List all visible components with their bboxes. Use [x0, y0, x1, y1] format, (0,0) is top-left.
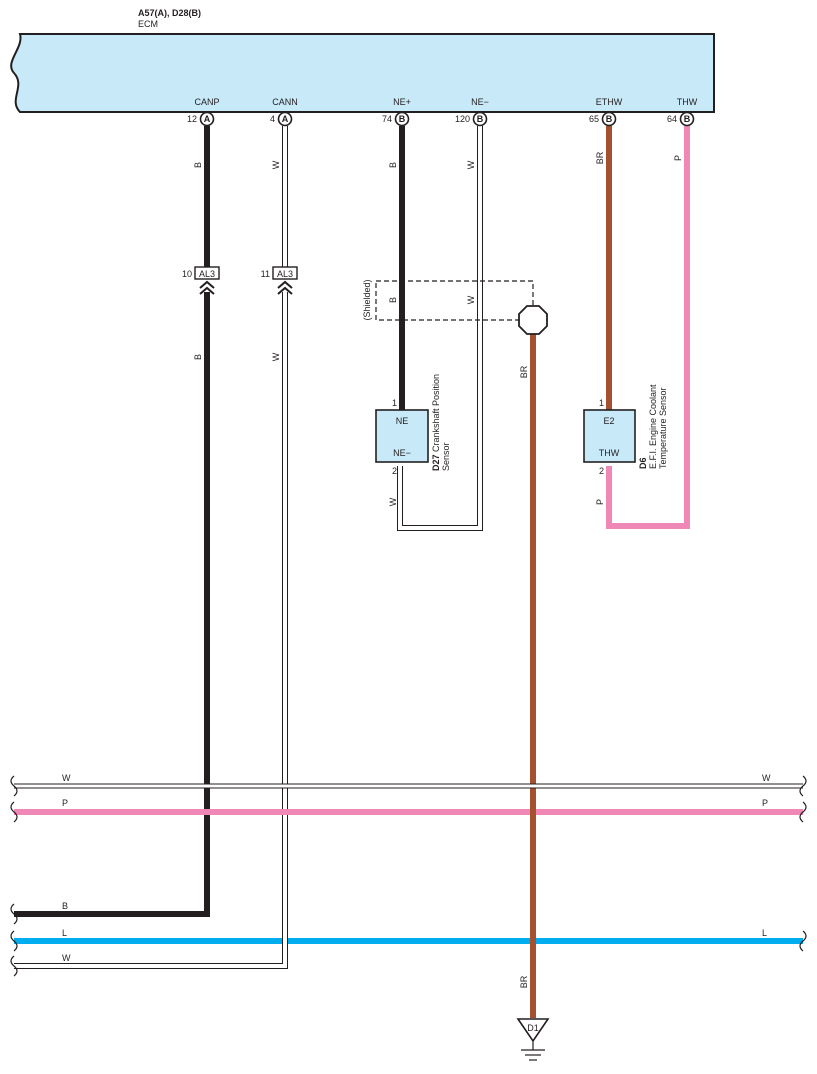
sensor-d27-name-line1: Crankshaft Position	[431, 374, 441, 452]
bus-l-left-label: L	[62, 928, 67, 938]
junction-al3-11-name: AL3	[277, 269, 293, 279]
bus-break-marks-left	[10, 775, 18, 977]
bus-l-right-label: L	[762, 928, 767, 938]
wire-label-canp-upper: B	[193, 162, 203, 168]
terminal-ethw: ETHW 65 B	[589, 97, 623, 127]
ground-label: D1	[527, 1023, 539, 1033]
bus-break-marks-right	[799, 775, 807, 952]
terminal-thw-pin: 64	[667, 114, 677, 124]
sensor-d27-terminal-top: NE	[396, 416, 409, 426]
terminal-cann-pin: 4	[270, 114, 275, 124]
wire-label-canp-lower: B	[193, 354, 203, 360]
thw-wire	[606, 126, 690, 529]
wire-label-ne-plus-upper: B	[388, 162, 398, 168]
ecm-name-label: ECM	[138, 19, 158, 29]
terminal-thw-connector: B	[684, 114, 691, 124]
terminal-canp: CANP 12 A	[187, 97, 220, 127]
bus-w-top-right-label: W	[762, 773, 771, 783]
ground-d1: D1	[516, 1018, 550, 1061]
terminal-ne-plus: NE+ 74 B	[382, 97, 411, 127]
bus-w-bottom-left-label: W	[62, 953, 71, 963]
junction-al3-10-pin: 10	[182, 269, 192, 279]
connector-chevron-icon	[277, 280, 293, 295]
wire-label-cann-upper: W	[271, 160, 281, 169]
canp-wire	[14, 126, 210, 917]
wire-label-ne-minus-upper: W	[466, 160, 476, 169]
sensor-d6-terminal-bottom: THW	[599, 448, 620, 458]
sensor-d27-terminal-bottom: NE−	[393, 448, 411, 458]
connector-chevron-icon	[199, 280, 215, 295]
bus-b-left-label: B	[62, 901, 68, 911]
bus-p-left-label: P	[62, 798, 68, 808]
wire-label-shield-ground: BR	[519, 365, 529, 378]
bus-w-top-left-label: W	[62, 773, 71, 783]
terminal-canp-name: CANP	[194, 97, 219, 107]
ne-minus-wire	[397, 126, 483, 531]
shield-ground-point-icon	[518, 305, 548, 335]
junction-al3-10-name: AL3	[199, 269, 215, 279]
sensor-d27: 1 NE NE− 2 D27 Crankshaft Position Senso…	[375, 374, 451, 476]
terminal-ne-minus-connector: B	[477, 114, 484, 124]
terminal-ethw-pin: 65	[589, 114, 599, 124]
wire-label-cann-lower: W	[271, 352, 281, 361]
junction-al3-10: 10 AL3	[182, 266, 220, 295]
sensor-d6: 1 E2 THW 2 D6 E.F.I. Engine Coolant Temp…	[583, 384, 668, 476]
shield-label: (Shielded)	[362, 279, 372, 320]
terminal-ne-minus-name: NE−	[471, 97, 489, 107]
wire-label-thw-lower: P	[595, 499, 605, 505]
shield-box	[375, 280, 534, 321]
sensor-d6-name-line1: E.F.I. Engine Coolant	[648, 384, 658, 469]
terminal-ne-minus-pin: 120	[455, 114, 470, 124]
bus-p-right-label: P	[762, 798, 768, 808]
sensor-d27-pin-bottom: 2	[392, 466, 397, 476]
ground-triangle-icon	[516, 1018, 550, 1043]
terminal-thw: THW 64 B	[667, 97, 698, 127]
sensor-d6-pin-top: 1	[599, 398, 604, 408]
wire-label-ethw: BR	[595, 151, 605, 164]
sensor-d27-code: D27	[431, 454, 441, 471]
terminal-canp-pin: 12	[187, 114, 197, 124]
sensor-d6-code: D6	[638, 457, 648, 469]
ecm-connectors-label: A57(A), D28(B)	[138, 8, 201, 18]
ecm-box	[10, 33, 715, 113]
junction-al3-11: 11 AL3	[261, 266, 298, 295]
terminal-thw-name: THW	[677, 97, 698, 107]
sensor-d27-pin-top: 1	[392, 398, 397, 408]
cann-wire	[14, 126, 288, 969]
sensor-d6-name-line2: Temperature Sensor	[658, 387, 668, 469]
terminal-ne-plus-name: NE+	[393, 97, 411, 107]
wire-label-thw-upper: P	[673, 155, 683, 161]
junction-al3-11-pin: 11	[261, 269, 270, 279]
terminal-cann: CANN 4 A	[270, 97, 298, 127]
terminal-cann-name: CANN	[272, 97, 298, 107]
wire-label-ground-lower: BR	[519, 975, 529, 988]
terminal-cann-connector: A	[282, 114, 289, 124]
wire-label-ne-plus-shield: B	[388, 297, 398, 303]
sensor-d6-pin-bottom: 2	[599, 466, 604, 476]
wire-label-ne-minus-lower: W	[388, 497, 398, 506]
wire-label-ne-minus-shield: W	[466, 295, 476, 304]
terminal-ne-plus-connector: B	[399, 114, 406, 124]
terminal-ethw-name: ETHW	[596, 97, 623, 107]
terminal-ethw-connector: B	[606, 114, 613, 124]
terminal-canp-connector: A	[204, 114, 211, 124]
terminal-ne-plus-pin: 74	[382, 114, 392, 124]
ground-symbol-icon	[521, 1041, 545, 1061]
sensor-d6-terminal-top: E2	[603, 416, 614, 426]
sensor-d27-name-line2: Sensor	[441, 442, 451, 471]
terminal-ne-minus: NE− 120 B	[455, 97, 489, 127]
